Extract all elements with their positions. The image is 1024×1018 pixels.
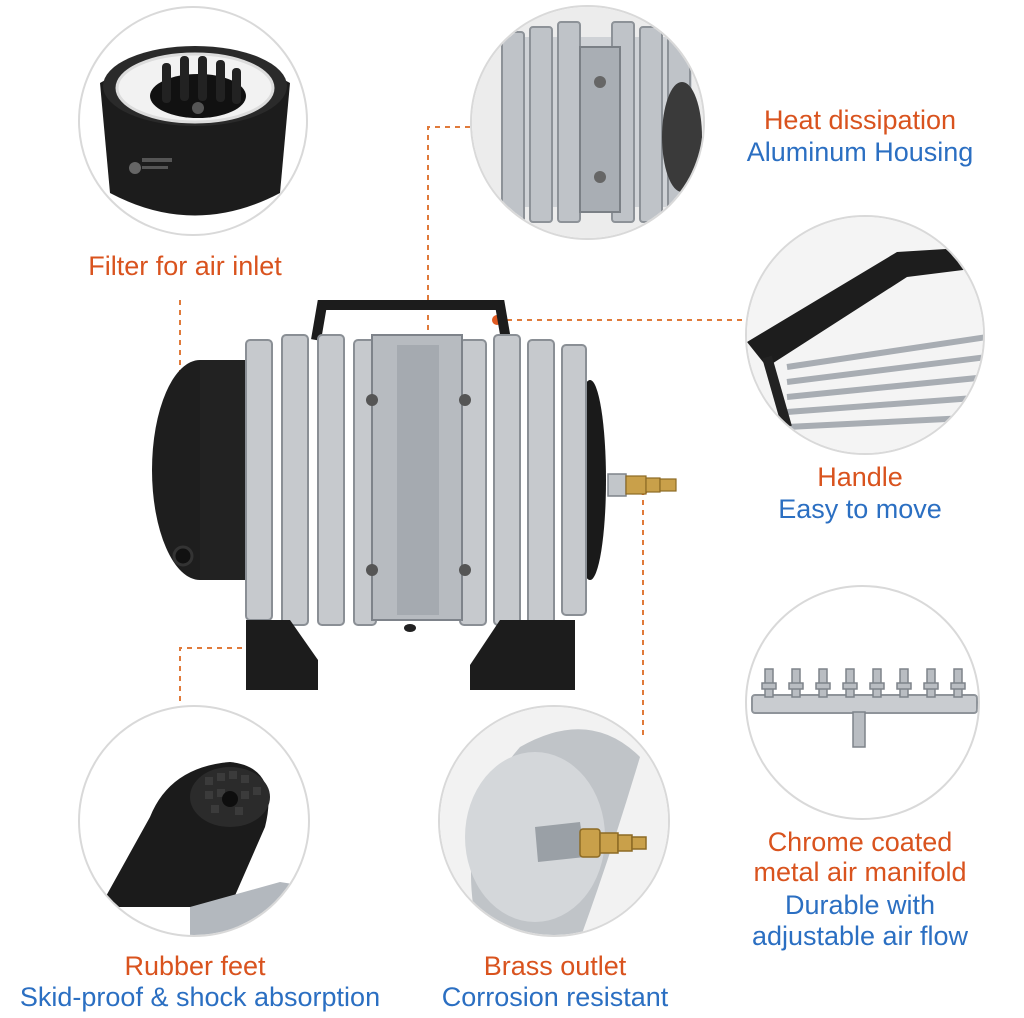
feet-image — [100, 762, 308, 935]
manifold-detail-circle — [745, 585, 980, 820]
feet-detail-circle — [78, 705, 310, 937]
dot-handle — [492, 315, 502, 325]
feet-subtitle: Skid-proof & shock absorption — [19, 982, 381, 1012]
handle-detail-circle — [745, 215, 985, 455]
outlet-detail-circle — [438, 705, 670, 937]
heat-image — [472, 7, 703, 238]
handle-subtitle: Easy to move — [778, 494, 942, 524]
outlet-image — [440, 707, 668, 935]
filter-image — [100, 46, 290, 216]
feet-title: Rubber feet — [124, 951, 266, 981]
handle-title: Handle — [817, 462, 903, 492]
manifold-subtitle-line1: Durable with — [784, 890, 936, 920]
dot-filter — [175, 430, 185, 440]
leader-feet — [179, 647, 262, 710]
outlet-title: Brass outlet — [483, 951, 627, 981]
dot-heat — [423, 360, 433, 370]
manifold-subtitle-line2: adjustable air flow — [751, 921, 969, 951]
manifold-title-line2: metal air manifold — [753, 857, 967, 887]
dot-outlet — [638, 485, 648, 495]
manifold-title-line1: Chrome coated — [767, 827, 953, 857]
dot-feet — [257, 643, 267, 653]
leader-heat — [427, 126, 470, 365]
handle-image — [747, 217, 983, 453]
outlet-subtitle: Corrosion resistant — [441, 982, 669, 1012]
filter-title: Filter for air inlet — [88, 251, 282, 281]
heat-detail-circle — [470, 5, 705, 240]
manifold-image — [751, 668, 978, 748]
filter-detail-circle — [78, 6, 308, 236]
heat-title: Heat dissipation — [763, 105, 957, 135]
heat-subtitle: Aluminum Housing — [746, 137, 974, 167]
